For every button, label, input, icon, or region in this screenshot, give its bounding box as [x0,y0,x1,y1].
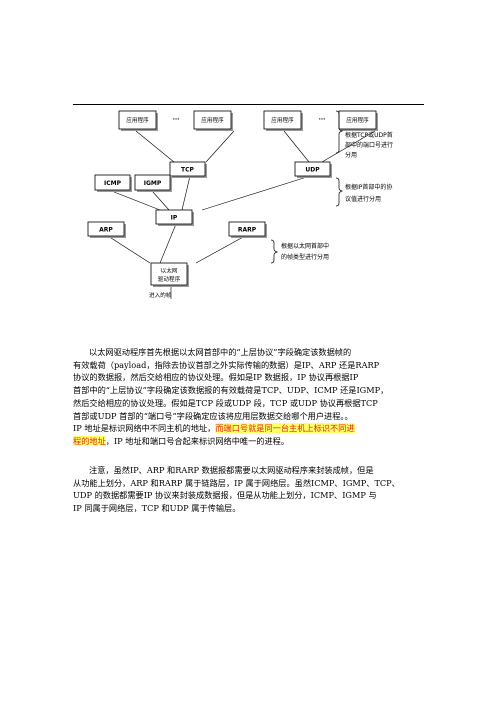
ellipsis-right: ··· [319,116,326,123]
p2-line-3: UDP 的数据都需要IP 协议来封装成数据报，但是从功能上划分，ICMP、IGM… [73,490,377,501]
app-box-3-label: 应用程序 [271,116,294,124]
incoming-frame-label: 进入的帧 [149,291,172,299]
p1-line-5: 然后交给相应的协议处理。假如是TCP 段或UDP 段，TCP 或UDP 协议再根… [73,397,378,408]
note-protocol-line2: 议值进行分用 [345,195,381,203]
igmp-box: IGMP [134,174,172,192]
demultiplexing-diagram: 应用程序 ··· 应用程序 应用程序 ··· 应用程序 TCP UDP ICMP… [87,110,393,299]
app-box-1: 应用程序 [118,110,158,131]
icmp-box: ICMP [94,174,132,192]
p2-line-1: 注意，虽然IP、ARP 和RARP 数据报都需要以太网驱动程序来封装成帧，但是 [89,465,374,475]
note-protocol-line1: 根据IP首部中的协 [345,183,392,191]
p1-line-4: 首部中的“上层协议”字段确定该数据报的有效载荷是TCP、UDP、ICMP 还是I… [73,385,389,396]
note-frame-line1: 根据以太网首部中 [281,242,329,250]
note-port-line1: 根据TCP或UDP首 [345,131,393,139]
p1-line-8-plain: ，IP 地址和端口号合起来标识网络中唯一的进程。 [105,435,290,446]
p2-line-2: 从功能上划分，ARP 和RARP 属于链路层，IP 属于网络层。虽然ICMP、I… [73,477,400,488]
app-box-2-label: 应用程序 [201,116,224,124]
p1-line-6: 首部或UDP 首部的“端口号”字段确定应该将应用层数据交给哪个用户进程。。 [73,410,353,421]
udp-box: UDP [294,161,332,178]
p1-line-8-highlight: 程的地址 [73,435,106,446]
app-box-4-label: 应用程序 [346,116,369,124]
app-box-1-label: 应用程序 [126,116,149,124]
ip-box: IP [155,209,194,226]
rarp-label: RARP [238,227,257,234]
p1-line-7-plain: IP 地址是标识网络中不同主机的地址， [73,423,216,434]
p1-line-1: 以太网驱动程序首先根据以太网首部中的“上层协议”字段确定该数据帧的 [89,347,352,357]
tcp-label: TCP [181,167,194,174]
igmp-label: IGMP [144,180,162,187]
udp-label: UDP [305,167,320,174]
p1-line-2: 有效载荷（payload，指除去协议首部之外实际传输的数据）是IP、ARP 还是… [73,359,380,370]
app-box-2: 应用程序 [193,110,233,131]
arp-box: ARP [87,221,126,238]
brace-frame [270,239,279,264]
paragraph-layers-note: 注意，虽然IP、ARP 和RARP 数据报都需要以太网驱动程序来封装成帧，但是 … [73,464,423,515]
note-port-line3: 分用 [345,151,357,159]
driver-label-line1: 以太网 [161,267,178,275]
ethernet-driver-box: 以太网 驱动程序 [150,262,189,287]
connector-lines [107,130,376,299]
note-frame-line2: 的帧类型进行分用 [281,253,329,261]
top-rule [73,104,424,105]
ip-label: IP [171,215,178,222]
p2-line-4: IP 同属于网络层，TCP 和UDP 属于传输层。 [73,503,241,514]
ellipsis-left: ··· [173,116,180,123]
icmp-label: ICMP [104,180,122,187]
p1-line-7-highlight: 而端口号就是同一台主机上标识不同进 [215,423,355,434]
app-box-3: 应用程序 [263,110,303,131]
p1-line-8: 程的地址，IP 地址和端口号合起来标识网络中唯一的进程。 [73,435,423,448]
arp-label: ARP [99,227,113,234]
paragraph-demux: 以太网驱动程序首先根据以太网首部中的“上层协议”字段确定该数据帧的 有效载荷（p… [73,346,423,448]
p1-line-7: IP 地址是标识网络中不同主机的地址，而端口号就是同一台主机上标识不同进 [73,422,423,435]
rarp-box: RARP [228,221,267,238]
brace-protocol [335,177,344,207]
driver-label-line2: 驱动程序 [158,275,181,283]
p1-line-3: 协议的数据报，然后交给相应的协议处理。假如是IP 数据报，IP 协议再根据IP [73,372,359,383]
tcp-box: TCP [169,161,207,178]
brace-port [335,110,344,154]
note-port-line2: 部中的端口号进行 [345,141,393,149]
app-box-4: 应用程序 [338,110,378,131]
